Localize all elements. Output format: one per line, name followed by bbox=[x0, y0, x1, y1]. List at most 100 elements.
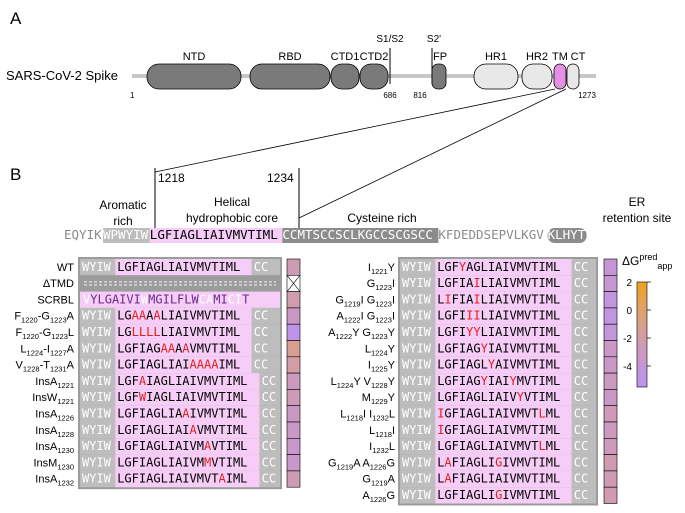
core-cell bbox=[115, 389, 260, 406]
cc-text: CC bbox=[574, 407, 588, 421]
colorbar-tick-label: -2 bbox=[623, 334, 632, 345]
cc-text: CC bbox=[262, 455, 276, 469]
row-label: L1224​Y V1228​Y bbox=[331, 376, 396, 390]
cc-text: CC bbox=[574, 358, 588, 372]
aromatic-text: WYIW bbox=[402, 309, 432, 323]
aromatic-text: WYIW bbox=[402, 455, 432, 469]
row-label: I1221​Y bbox=[368, 262, 396, 276]
core-text: LGFIIILIAIVMVTIML bbox=[437, 309, 560, 323]
heat-cell bbox=[286, 389, 301, 406]
domain-tm bbox=[553, 63, 567, 90]
heat-cell bbox=[603, 470, 618, 488]
row-label: InsA1221​ bbox=[35, 376, 74, 390]
cc-cell bbox=[571, 422, 596, 439]
aromatic-label-line1: Aromatic bbox=[99, 198, 146, 212]
cc-text: CC bbox=[254, 325, 268, 339]
full-seq-segment-bg bbox=[282, 228, 439, 243]
row-label: L1218​I I1232​L bbox=[340, 409, 395, 423]
domain-label-hr2: HR2 bbox=[526, 51, 548, 63]
heat-cell bbox=[603, 307, 618, 325]
full-seq-segment: EQYIK bbox=[64, 227, 102, 242]
cc-cell bbox=[251, 307, 280, 325]
domain-hr2 bbox=[521, 63, 553, 90]
full-seq-segment-bg bbox=[547, 228, 587, 243]
core-cell bbox=[435, 389, 572, 406]
aromatic-text: WYIW bbox=[402, 374, 432, 388]
row-label: A1222​I G1223​I bbox=[337, 311, 395, 325]
domain-ctd2 bbox=[359, 63, 389, 90]
row-label: I1225​Y bbox=[368, 360, 396, 374]
full-seq-segment: LGFIAGLIAIVMVTIML bbox=[150, 227, 278, 242]
core-text: LGFIAGLIGIVMVTIML bbox=[437, 488, 560, 502]
cc-cell bbox=[259, 422, 280, 439]
row-label: F1220​-G1223​L bbox=[16, 327, 74, 341]
cc-cell bbox=[251, 259, 280, 276]
cc-text: CC bbox=[574, 309, 588, 323]
domain-label-hr1: HR1 bbox=[485, 51, 507, 63]
core-cell bbox=[435, 356, 572, 374]
domain-label-ct: CT bbox=[571, 51, 586, 63]
core-text: LGFIAGLIAIVMVTIML bbox=[117, 260, 240, 274]
core-cell bbox=[435, 275, 572, 292]
core-text: LGFIAGYIAIVMVTIML bbox=[437, 341, 560, 355]
cc-text: CC bbox=[574, 276, 588, 290]
cc-cell bbox=[571, 438, 596, 455]
cc-text: CC bbox=[574, 260, 588, 274]
core-cell bbox=[115, 340, 252, 357]
heat-cell bbox=[603, 340, 618, 358]
cc-cell bbox=[251, 356, 280, 374]
cc-cell bbox=[571, 470, 596, 488]
row-label: M1229​Y bbox=[362, 392, 396, 406]
cc-text: CC bbox=[574, 341, 588, 355]
domain-hr1 bbox=[473, 63, 519, 90]
aromatic-text: WYIW bbox=[82, 439, 112, 453]
cc-text: CC bbox=[574, 439, 588, 453]
aromatic-cell bbox=[400, 291, 436, 308]
cc-cell bbox=[571, 307, 596, 325]
cc-text: CC bbox=[574, 374, 588, 388]
heat-cell bbox=[286, 356, 301, 374]
aromatic-cell bbox=[400, 454, 436, 471]
aromatic-cell bbox=[400, 259, 436, 276]
heat-cell bbox=[286, 437, 301, 455]
cc-text: CC bbox=[262, 407, 276, 421]
cc-cell bbox=[571, 275, 596, 292]
aromatic-text: WYIW bbox=[82, 358, 112, 372]
row-label: G1219​I G1223​I bbox=[335, 294, 395, 308]
core-cell bbox=[435, 373, 572, 390]
core-cell bbox=[115, 454, 260, 471]
cc-text: CC bbox=[262, 390, 276, 404]
core-text: LGFIAGLIAIAAAAIML bbox=[117, 358, 240, 372]
aromatic-text: WYIW bbox=[82, 309, 112, 323]
aromatic-cell bbox=[400, 470, 436, 488]
aromatic-text: WYIW bbox=[82, 325, 112, 339]
core-text: LGFIAGLIAIVMVTAIML bbox=[117, 472, 247, 486]
core-text: LGLLLLLIAIVMVTIML bbox=[117, 325, 240, 339]
core-cell bbox=[115, 470, 260, 488]
cc-cell bbox=[259, 438, 280, 455]
cc-text: CC bbox=[254, 341, 268, 355]
aromatic-cell bbox=[400, 324, 436, 341]
full-seq-segment: KLHYT bbox=[548, 227, 586, 242]
aromatic-cell bbox=[80, 422, 116, 439]
cc-cell bbox=[259, 389, 280, 406]
cc-cell bbox=[571, 324, 596, 341]
domain-label-rbd: RBD bbox=[278, 51, 301, 63]
core-text: LGFIAGLIAIVMAVTIML bbox=[117, 439, 247, 453]
heat-cell bbox=[603, 274, 618, 292]
full-seq-segment: CCMTSCCSCLKGCCSCGSCC bbox=[282, 227, 433, 242]
aromatic-text: WYIW bbox=[402, 439, 432, 453]
aromatic-cell bbox=[80, 373, 116, 390]
aromatic-cell bbox=[80, 259, 116, 276]
row-label: A1222​Y G1223​Y bbox=[328, 327, 395, 341]
core-text: LGFIAGLIAIAVMVTIML bbox=[117, 423, 247, 437]
cc-text: CC bbox=[262, 423, 276, 437]
cc-cell bbox=[251, 340, 280, 357]
aromatic-text: WYIW bbox=[402, 488, 432, 502]
aromatic-cell bbox=[80, 405, 116, 422]
aromatic-cell bbox=[80, 340, 116, 357]
aromatic-cell bbox=[400, 356, 436, 374]
colorbar-ticks: 20-2-4 bbox=[623, 278, 651, 373]
